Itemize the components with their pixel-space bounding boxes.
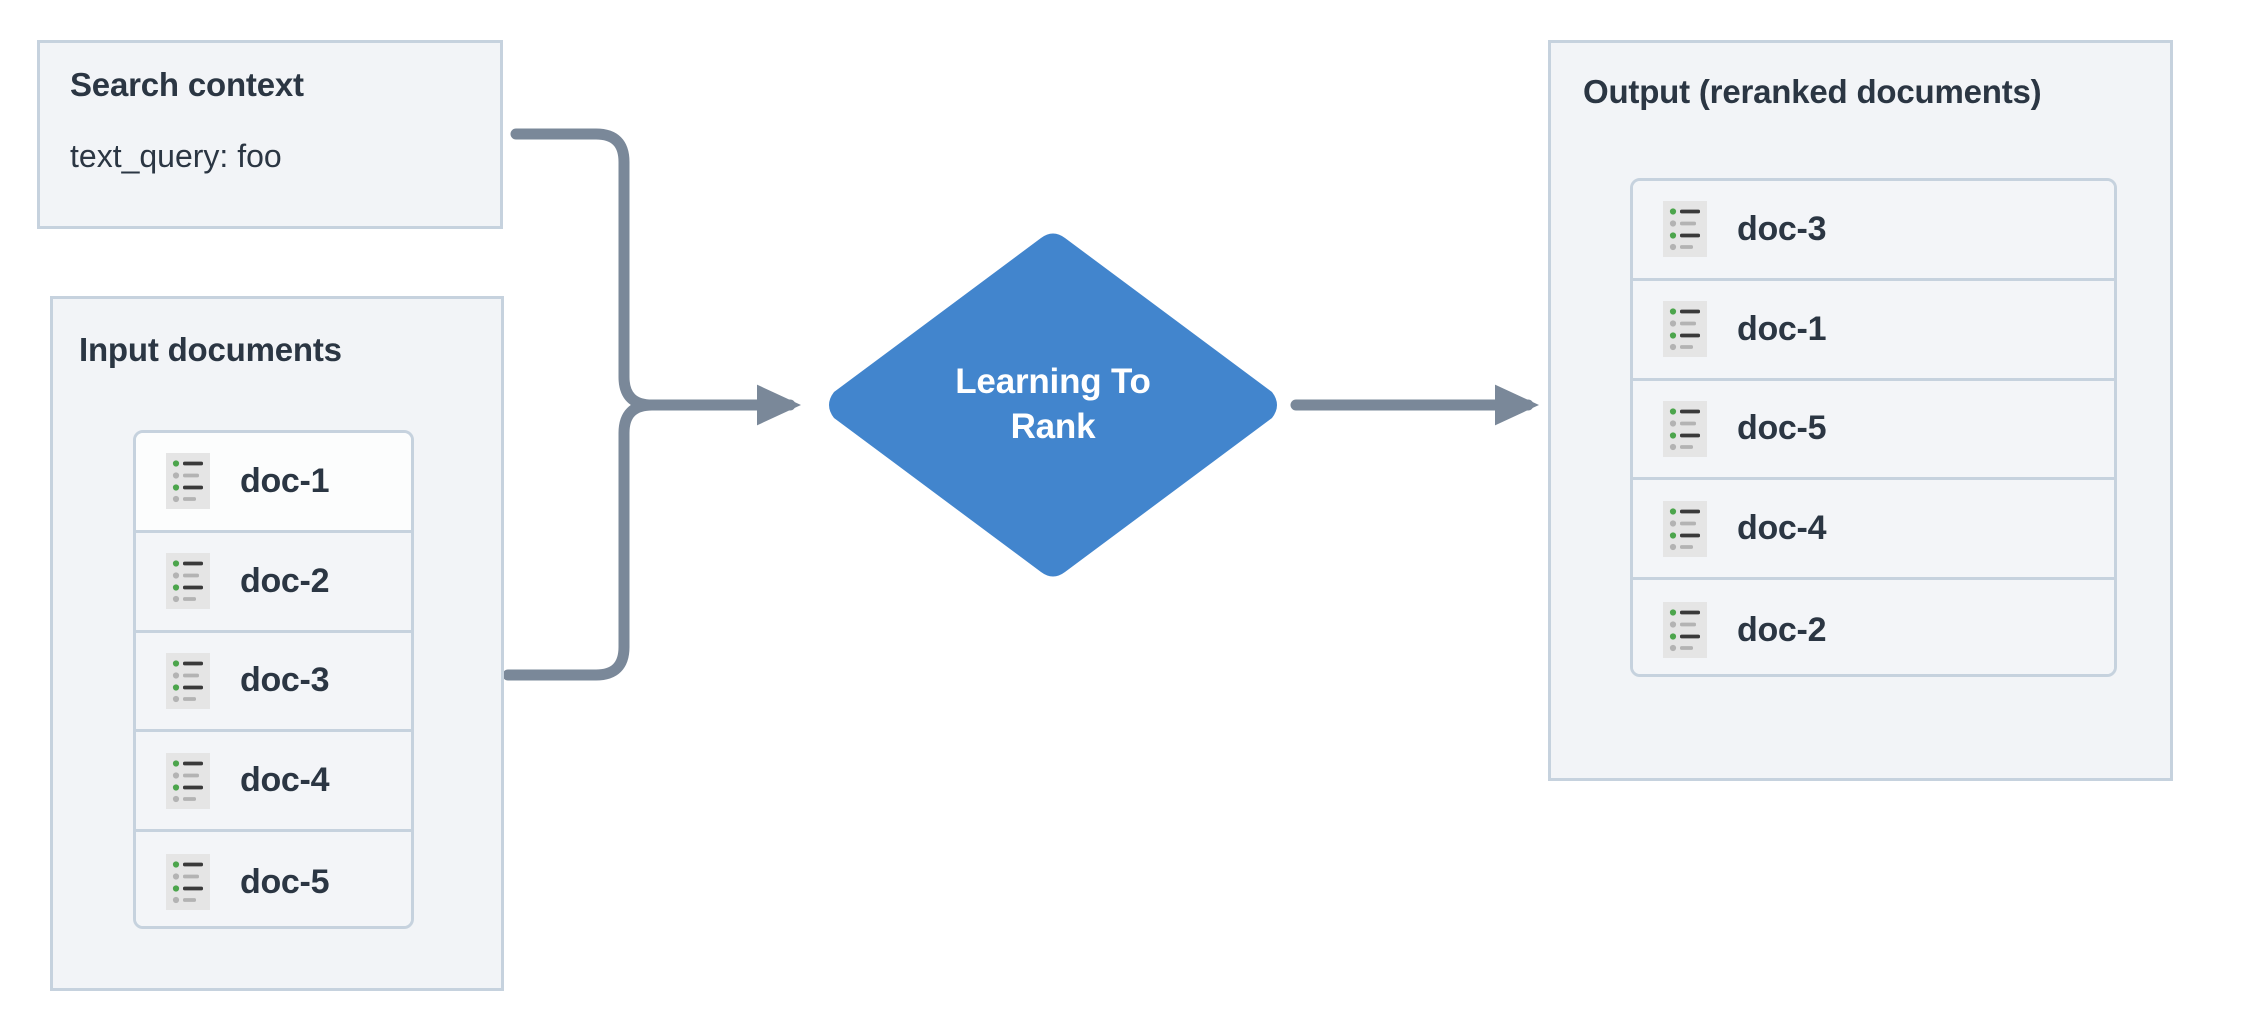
document-label: doc-3 <box>240 661 330 700</box>
search-context-panel: Search context text_query: foo <box>37 40 503 229</box>
document-list-item[interactable]: doc-3 <box>136 632 411 733</box>
document-list-item[interactable]: doc-4 <box>1633 480 2114 581</box>
output-title: Output (reranked documents) <box>1583 73 2042 110</box>
document-list-item[interactable]: doc-2 <box>136 532 411 633</box>
document-list-icon <box>166 652 210 709</box>
connector-search-context-to-ltr <box>510 128 658 411</box>
document-list-item[interactable]: doc-4 <box>136 732 411 833</box>
document-label: doc-2 <box>240 561 330 600</box>
document-label: doc-3 <box>1737 209 1827 248</box>
document-label: doc-4 <box>1737 509 1827 548</box>
document-list-item[interactable]: doc-3 <box>1633 181 2114 281</box>
document-list-icon <box>1663 500 1707 557</box>
document-list-icon <box>1663 602 1707 659</box>
output-documents-list: doc-3 doc-1 doc-5 doc-4 doc-2 <box>1630 178 2117 677</box>
document-list-icon <box>166 752 210 809</box>
search-context-title: Search context <box>70 66 304 103</box>
diamond-shape <box>829 233 1277 577</box>
input-documents-list: doc-1 doc-2 doc-3 doc-4 doc-5 <box>133 430 414 929</box>
document-label: doc-1 <box>240 461 330 500</box>
search-context-value: text_query: foo <box>70 138 282 174</box>
document-list-item[interactable]: doc-5 <box>136 832 411 926</box>
connector-input-documents-to-ltr <box>502 399 658 681</box>
document-label: doc-4 <box>240 761 330 800</box>
document-list-icon <box>166 553 210 610</box>
document-label: doc-5 <box>1737 409 1827 448</box>
document-list-item[interactable]: doc-2 <box>1633 580 2114 674</box>
document-list-icon <box>166 854 210 911</box>
input-documents-title: Input documents <box>79 331 342 368</box>
document-list-item[interactable]: doc-5 <box>1633 380 2114 481</box>
document-label: doc-1 <box>1737 309 1827 348</box>
document-list-icon <box>1663 400 1707 457</box>
document-label: doc-5 <box>240 862 330 901</box>
document-list-icon <box>1663 301 1707 358</box>
document-list-icon <box>1663 201 1707 258</box>
document-list-item[interactable]: doc-1 <box>1633 280 2114 381</box>
document-label: doc-2 <box>1737 610 1827 649</box>
document-list-icon <box>166 453 210 510</box>
learning-to-rank-node[interactable]: Learning To Rank <box>828 232 1278 578</box>
document-list-item[interactable]: doc-1 <box>136 433 411 533</box>
